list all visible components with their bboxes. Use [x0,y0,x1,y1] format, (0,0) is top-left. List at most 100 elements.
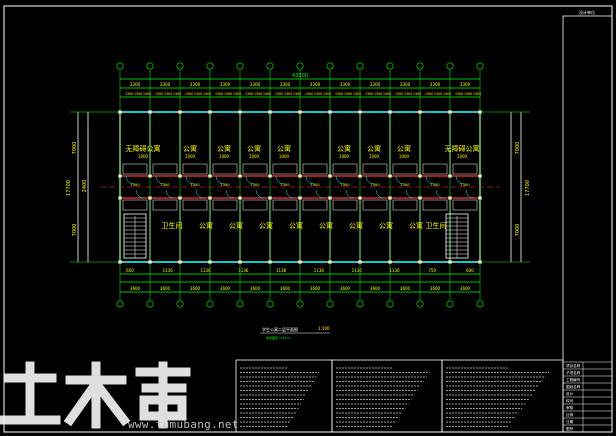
axis-bubble-top [326,62,334,70]
bottom-module-dim: 3600 [400,286,411,291]
room-area-north: 1000 [457,154,468,159]
title-row-label: 子项名称 [566,370,581,375]
bath-north [152,163,178,175]
left-depth-b: 7000 [72,224,78,237]
top-bay-dim: 3300 [370,82,381,87]
top-sub-dim: 1300 [434,92,442,96]
notes-panel-mid [331,359,443,433]
door-south [405,189,415,199]
door-north [245,175,255,185]
bottom-dim: 750 [428,268,436,273]
room-label-south: 公寓 [409,221,423,230]
top-sub-dim: 1300 [404,92,412,96]
axis-bubble-bottom [146,300,154,308]
axis-bubble-bottom [386,300,394,308]
door-south [315,189,325,199]
door-south [195,189,205,199]
door-south [465,189,475,199]
axis-bubble-top [416,62,424,70]
plan-subtitle: 建筑面积 1521m² [266,335,292,340]
stair-right [445,213,469,259]
left-total-dim: 17700 [66,180,72,196]
axis-bubble-top [236,62,244,70]
top-bay-dim: 3300 [190,82,201,87]
bottom-dim: 1136 [276,268,287,273]
top-sub-dim: 1300 [395,92,403,96]
bath-south [272,199,298,211]
room-label-south: 公寓 [229,221,243,230]
top-sub-dim: 1300 [344,92,352,96]
top-sub-dim: 1300 [365,92,373,96]
axis-bubble-bottom [476,300,484,308]
room-area-north: 1000 [399,154,410,159]
door-north [455,175,465,185]
title-row-label: 校对 [566,398,574,403]
top-sub-dim: 1300 [185,92,193,96]
title-row-label: 比例 [566,412,574,417]
bath-south [332,199,358,211]
top-bay-dim: 3300 [340,82,351,87]
room-label-south: 公寓 [319,221,333,230]
door-south [225,189,235,199]
notes-panel-left [235,359,333,433]
door-south [435,189,445,199]
room-label-south: 公寓 [199,221,213,230]
top-sub-dim: 1300 [134,92,142,96]
door-south [375,189,385,199]
room-area-north: 1000 [219,154,230,159]
room-label-south: 卫生间 [162,221,183,230]
axis-bubble-top [146,62,154,70]
room-label-north: 无障碍公寓 [126,144,161,153]
bottom-dim: 600 [466,268,474,273]
top-bay-dim: 3300 [280,82,291,87]
room-label-south: 卫生间 [426,221,447,230]
top-bay-dim: 3300 [460,82,471,87]
bottom-dim: 1136 [163,268,174,273]
title-row-label: 项目名称 [566,363,581,368]
top-sub-dim: 1300 [275,92,283,96]
door-north [185,175,195,185]
door-north [365,175,375,185]
axis-bubble-bottom [266,300,274,308]
corridor-dim: 1300 [220,183,230,187]
room-area-north: 1000 [369,154,380,159]
bath-south [152,199,178,211]
corridor-dim: 1300 [430,183,440,187]
top-sub-dim: 1300 [443,92,451,96]
room-label-south: 公寓 [349,221,363,230]
top-sub-dim: 1300 [425,92,433,96]
axis-bubble-bottom [326,300,334,308]
axis-bubble-top [266,62,274,70]
bottom-module-dim: 3600 [460,286,471,291]
top-sub-dim: 1300 [413,92,421,96]
corridor-dim: 1300 [190,183,200,187]
title-row-label: 图纸名称 [566,384,581,389]
axis-bubble-bottom [356,300,364,308]
top-bay-dim: 3300 [220,82,231,87]
notes-panel-right [441,359,564,433]
bath-south [182,199,208,211]
bath-south [422,199,448,211]
door-north [305,175,315,185]
bath-north [242,163,268,175]
bottom-dim: 1136 [389,268,400,273]
room-area-north: 1000 [279,154,290,159]
door-south [345,189,355,199]
axis-bubble-top [356,62,364,70]
tumubang-logo [0,361,191,429]
top-sub-dim: 1300 [245,92,253,96]
top-sub-dim: 1300 [254,92,262,96]
plan-title: 学生公寓二层平面图 [262,326,298,332]
door-north [425,175,435,185]
door-south [285,189,295,199]
right-depth-a: 7000 [515,142,521,155]
right-total-dim: 17700 [525,180,531,196]
bath-north [272,163,298,175]
title-row-label: 日期 [566,419,574,424]
corridor-dim: 1300 [250,183,260,187]
room-labels: 无障碍公寓1000公寓1000公寓1000公寓1000公寓1000公寓1000公… [126,144,480,230]
bath-north [422,163,448,175]
door-north [275,175,285,185]
